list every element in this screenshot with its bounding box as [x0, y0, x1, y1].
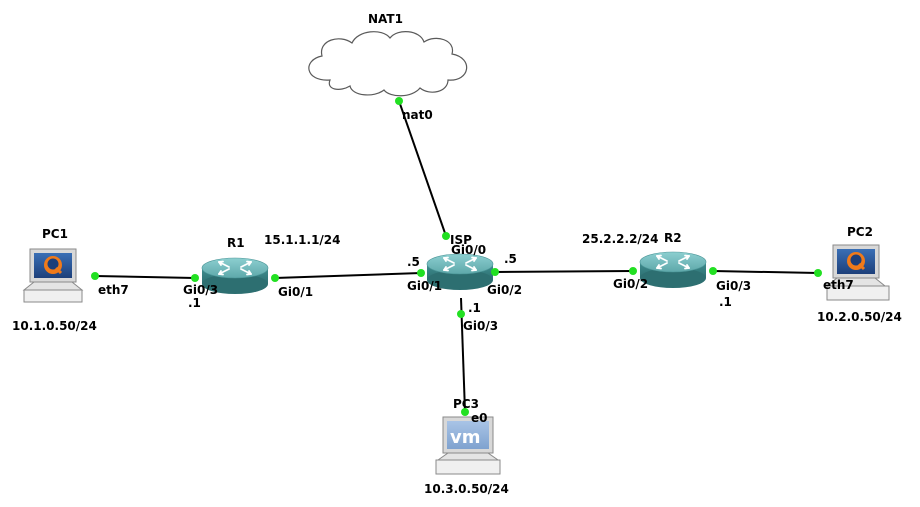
- port-label-nat0: nat0: [402, 108, 433, 122]
- router-icon-r2[interactable]: [639, 251, 707, 289]
- port-dot-isp-gi00[interactable]: [442, 232, 450, 240]
- qemu-workstation-icon-pc2[interactable]: [825, 244, 890, 301]
- port-dot-isp-gi03[interactable]: [457, 310, 465, 318]
- pc2-ip-label: 10.2.0.50/24: [817, 310, 902, 324]
- link-isp-r2[interactable]: [494, 270, 634, 273]
- port-label-isp-gi02: Gi0/2: [487, 283, 522, 297]
- host-label-isp-gi01: .5: [407, 255, 420, 269]
- link-nat1-isp[interactable]: [398, 100, 447, 237]
- vm-logo-icon: vm: [450, 427, 481, 448]
- port-label-r1-gi01: Gi0/1: [278, 285, 313, 299]
- port-label-pc3-e0: e0: [471, 411, 488, 425]
- port-dot-r2-gi03[interactable]: [709, 267, 717, 275]
- port-label-r2-gi03: Gi0/3: [716, 279, 751, 293]
- pc1-label: PC1: [42, 227, 68, 241]
- cloud-icon[interactable]: [308, 31, 468, 97]
- network-label-r1-isp: 15.1.1.1/24: [264, 233, 341, 247]
- port-label-isp-gi00: Gi0/0: [451, 243, 486, 257]
- port-label-r2-gi02: Gi0/2: [613, 277, 648, 291]
- port-dot-r1-gi03[interactable]: [191, 274, 199, 282]
- port-label-pc2-eth7: eth7: [823, 278, 854, 292]
- port-dot-isp-gi01[interactable]: [417, 269, 425, 277]
- host-label-isp-gi03: .1: [468, 301, 481, 315]
- qemu-workstation-icon-pc1[interactable]: [22, 248, 84, 303]
- pc3-label: PC3: [453, 397, 479, 411]
- port-label-isp-gi03: Gi0/3: [463, 319, 498, 333]
- port-dot-pc1-eth7[interactable]: [91, 272, 99, 280]
- port-label-pc1-eth7: eth7: [98, 283, 129, 297]
- link-pc1-r1[interactable]: [94, 275, 196, 279]
- vmware-workstation-icon-pc3[interactable]: vm: [435, 416, 501, 475]
- pc1-ip-label: 10.1.0.50/24: [12, 319, 97, 333]
- port-dot-r2-gi02[interactable]: [629, 267, 637, 275]
- nat1-label: NAT1: [368, 12, 403, 26]
- host-label-r1-gi03: .1: [188, 296, 201, 310]
- pc2-label: PC2: [847, 225, 873, 239]
- network-label-isp-r2: 25.2.2.2/24: [582, 232, 659, 246]
- r2-label: R2: [664, 231, 682, 245]
- link-r1-isp[interactable]: [274, 272, 422, 279]
- port-dot-nat0[interactable]: [395, 97, 403, 105]
- r1-label: R1: [227, 236, 245, 250]
- host-label-isp-gi02: .5: [504, 252, 517, 266]
- link-r2-pc2[interactable]: [712, 270, 819, 274]
- host-label-r2-gi03: .1: [719, 295, 732, 309]
- port-label-isp-gi01: Gi0/1: [407, 279, 442, 293]
- port-dot-isp-gi02[interactable]: [491, 268, 499, 276]
- port-label-r1-gi03: Gi0/3: [183, 283, 218, 297]
- pc3-ip-label: 10.3.0.50/24: [424, 482, 509, 496]
- port-dot-pc3-e0[interactable]: [461, 408, 469, 416]
- isp-label: ISP: [450, 233, 472, 247]
- port-dot-r1-gi01[interactable]: [271, 274, 279, 282]
- port-dot-pc2-eth7[interactable]: [814, 269, 822, 277]
